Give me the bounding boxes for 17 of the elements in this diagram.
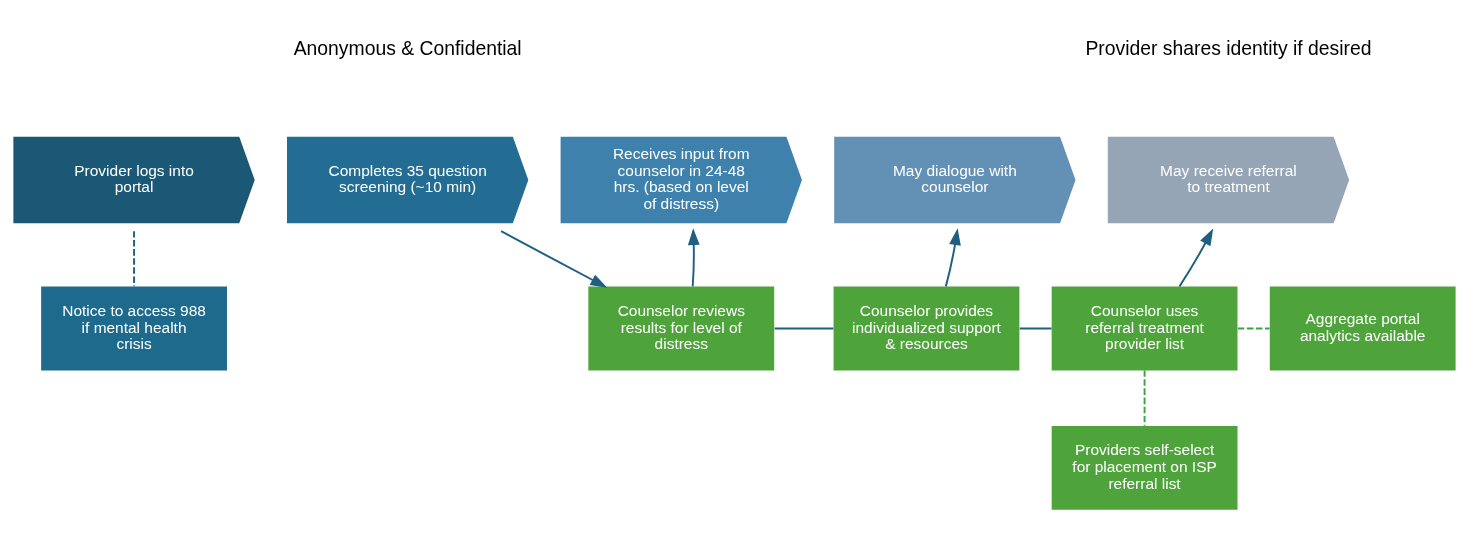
- label: Anonymous & Confidential: [293, 36, 522, 59]
- node-box: Counselor uses referral treatment provider list: [1051, 286, 1238, 371]
- connector: [1018, 327, 1053, 330]
- arrow: [687, 228, 700, 288]
- node-box: Counselor reviews results for level of distress: [588, 286, 775, 371]
- node-box: Notice to access 988 if mental health crisis: [41, 286, 227, 371]
- arrow: [1178, 228, 1214, 288]
- connector: [1143, 369, 1146, 427]
- node-box: Aggregate portal analytics available: [1269, 286, 1456, 371]
- node-box: Providers self-select for placement on ISP referral list: [1051, 425, 1238, 510]
- connector: [1236, 327, 1271, 330]
- arrow: [944, 228, 961, 288]
- arrow: [500, 230, 608, 288]
- node-box: Counselor provides individualized support & resources: [833, 286, 1020, 371]
- label: Provider shares identity if desired: [1085, 36, 1372, 59]
- connector: [773, 327, 835, 330]
- connector: [133, 230, 136, 288]
